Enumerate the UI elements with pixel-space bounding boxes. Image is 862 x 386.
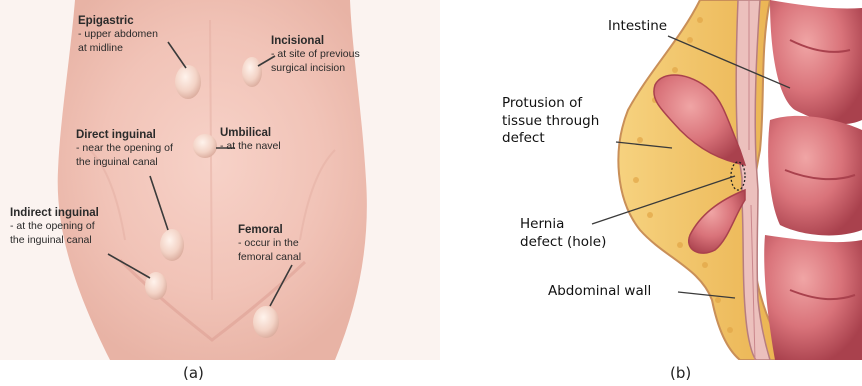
label-epigastric: Epigastric - upper abdomen at midline [78, 14, 158, 55]
label-femoral: Femoral - occur in the femoral canal [238, 223, 301, 264]
caption-a: (a) [183, 364, 204, 382]
incisional-bulge [242, 57, 262, 87]
label-direct-inguinal: Direct inguinal - near the opening of th… [76, 128, 173, 169]
caption-b: (b) [670, 364, 691, 382]
intestine-loops [764, 0, 862, 360]
torso-illustration [0, 0, 440, 360]
epigastric-bulge [175, 65, 201, 99]
cross-section-illustration [470, 0, 862, 360]
label-intestine: Intestine [608, 18, 667, 36]
umbilical-bulge [193, 134, 217, 158]
label-protrusion: Protusion of tissue through defect [502, 95, 599, 148]
label-indirect-inguinal: Indirect inguinal - at the opening of th… [10, 206, 99, 247]
direct-inguinal-bulge [160, 229, 184, 261]
fat-layer [618, 0, 790, 360]
femoral-bulge [253, 306, 279, 338]
hernia-types-panel: Epigastric - upper abdomen at midline In… [0, 0, 440, 360]
label-umbilical: Umbilical - at the navel [220, 126, 281, 154]
label-hernia-defect: Hernia defect (hole) [520, 216, 606, 251]
hernia-cross-section-panel: Intestine Protusion of tissue through de… [470, 0, 862, 360]
label-incisional: Incisional - at site of previous surgica… [271, 34, 360, 75]
label-abdominal-wall: Abdominal wall [548, 283, 651, 301]
